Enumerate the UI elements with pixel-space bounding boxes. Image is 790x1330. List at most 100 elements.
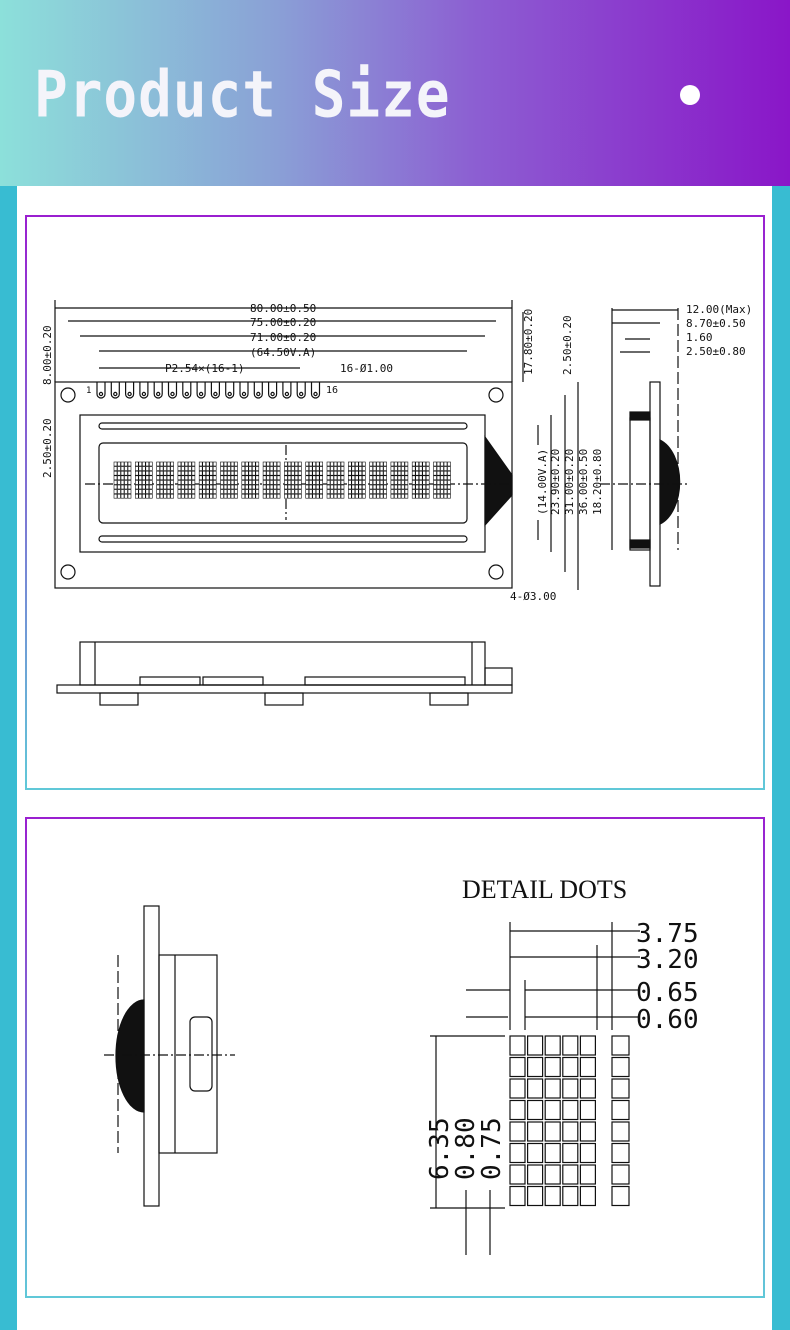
dot <box>411 475 416 481</box>
dot <box>312 493 317 499</box>
dot <box>319 484 324 490</box>
dot <box>291 493 295 499</box>
dot <box>291 475 295 481</box>
pin-pad <box>253 382 263 399</box>
dot <box>142 484 146 490</box>
dot <box>181 480 185 485</box>
dot <box>401 461 405 467</box>
dot <box>149 470 153 476</box>
dot <box>241 480 246 485</box>
dot <box>273 493 277 499</box>
character-cell <box>411 461 430 499</box>
dot <box>177 470 182 476</box>
dot <box>120 470 125 476</box>
dot <box>120 489 125 494</box>
dot <box>394 493 398 499</box>
dot <box>333 466 338 471</box>
dot <box>159 484 164 490</box>
dot <box>273 466 277 471</box>
bottom-view <box>56 641 513 706</box>
detail-dot-cursor <box>611 1078 630 1099</box>
dot <box>358 466 363 471</box>
dot <box>340 470 345 476</box>
detail-dot-cursor <box>611 1056 630 1078</box>
dot <box>326 480 331 485</box>
dot <box>308 480 313 485</box>
dot <box>337 493 341 499</box>
dot <box>404 461 409 467</box>
character-blocks <box>113 461 451 499</box>
dot <box>220 480 224 485</box>
character-cell <box>347 461 366 499</box>
dot <box>319 475 324 481</box>
dot <box>394 470 398 476</box>
dot <box>347 466 352 471</box>
pin-hole <box>270 391 275 397</box>
detail-dot-cursor <box>611 1099 630 1121</box>
dot <box>411 489 416 494</box>
pin-pad <box>239 382 249 399</box>
dot <box>284 461 288 467</box>
dot <box>411 470 416 476</box>
dot <box>166 493 171 499</box>
detail-dot <box>526 1142 544 1164</box>
dot <box>383 489 387 494</box>
dot <box>443 466 448 471</box>
dot <box>227 480 231 485</box>
pin-hole <box>284 391 290 397</box>
dot <box>120 475 125 481</box>
dot <box>163 461 167 467</box>
dot <box>245 493 249 499</box>
dot <box>149 493 153 499</box>
dot <box>308 470 313 476</box>
dot <box>376 475 380 481</box>
dot <box>361 470 366 476</box>
dot <box>166 480 171 485</box>
dot <box>202 461 206 467</box>
dot <box>315 470 320 476</box>
dot <box>291 484 295 490</box>
dot <box>390 470 395 476</box>
dot <box>298 493 302 499</box>
dot <box>163 493 167 499</box>
dot <box>436 466 441 471</box>
dot <box>262 466 267 471</box>
dot <box>276 480 281 485</box>
dot <box>340 466 345 471</box>
dot <box>184 493 189 499</box>
dot <box>159 493 164 499</box>
dot <box>294 475 299 481</box>
dot <box>159 461 164 467</box>
dot <box>379 493 384 499</box>
dot <box>145 480 150 485</box>
pin-pad <box>110 382 120 399</box>
dot <box>212 470 217 476</box>
pin-hole <box>241 391 247 397</box>
dot <box>220 470 224 476</box>
dot <box>337 484 341 490</box>
decorative-dot <box>680 85 700 105</box>
dot <box>330 493 334 499</box>
dot <box>156 470 160 476</box>
dot <box>425 484 430 490</box>
dot <box>166 470 171 476</box>
dot <box>401 470 405 476</box>
dot <box>220 461 224 467</box>
dot <box>184 489 189 494</box>
dot <box>142 466 146 471</box>
dot <box>354 461 359 467</box>
dot <box>436 493 441 499</box>
dot <box>369 480 373 485</box>
dot <box>312 489 317 494</box>
dot <box>287 466 292 471</box>
dot <box>223 475 228 481</box>
dot <box>234 493 238 499</box>
dot <box>124 480 128 485</box>
dot <box>212 475 217 481</box>
dot <box>361 475 366 481</box>
dot <box>191 461 196 467</box>
dot <box>390 484 395 490</box>
dot <box>312 461 317 467</box>
dot <box>127 493 132 499</box>
dot <box>149 480 153 485</box>
